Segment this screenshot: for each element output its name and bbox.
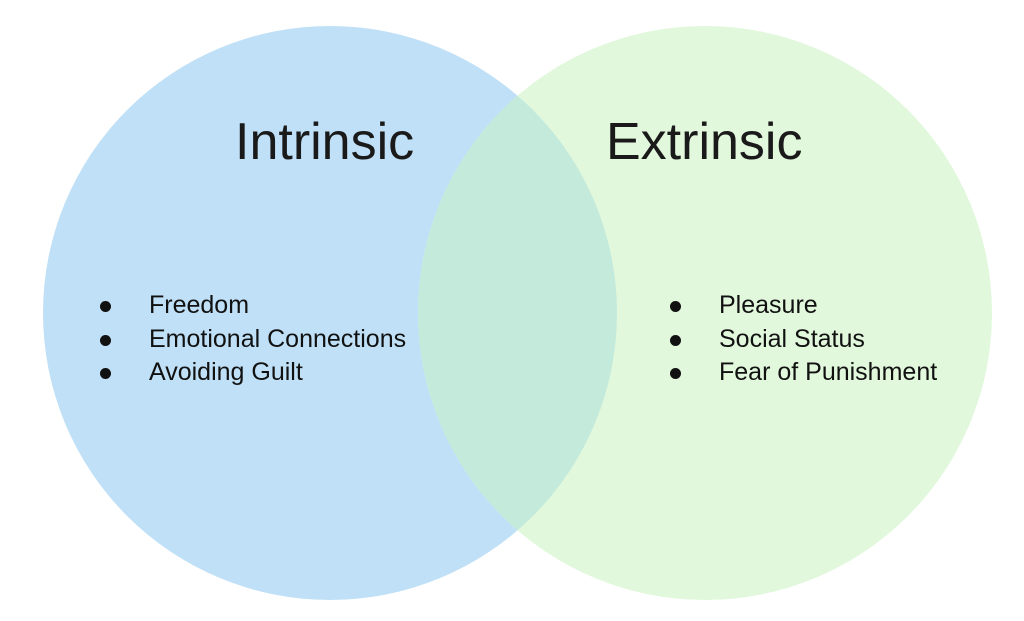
intrinsic-item-label: Emotional Connections xyxy=(149,324,407,353)
bullet-icon xyxy=(100,334,111,346)
extrinsic-item-label: Social Status xyxy=(719,324,865,353)
bullet-icon xyxy=(670,368,681,379)
bullet-icon xyxy=(100,301,111,312)
intrinsic-item-label: Avoiding Guilt xyxy=(149,358,303,386)
bullet-icon xyxy=(670,301,681,312)
bullet-icon xyxy=(100,368,111,379)
extrinsic-item-label: Fear of Punishment xyxy=(719,358,938,386)
extrinsic-title: Extrinsic xyxy=(606,113,803,171)
extrinsic-item-label: Pleasure xyxy=(719,291,818,319)
intrinsic-item-label: Freedom xyxy=(149,291,250,319)
bullet-icon xyxy=(670,334,681,346)
overlap-region xyxy=(418,26,617,600)
intrinsic-title: Intrinsic xyxy=(235,113,415,171)
